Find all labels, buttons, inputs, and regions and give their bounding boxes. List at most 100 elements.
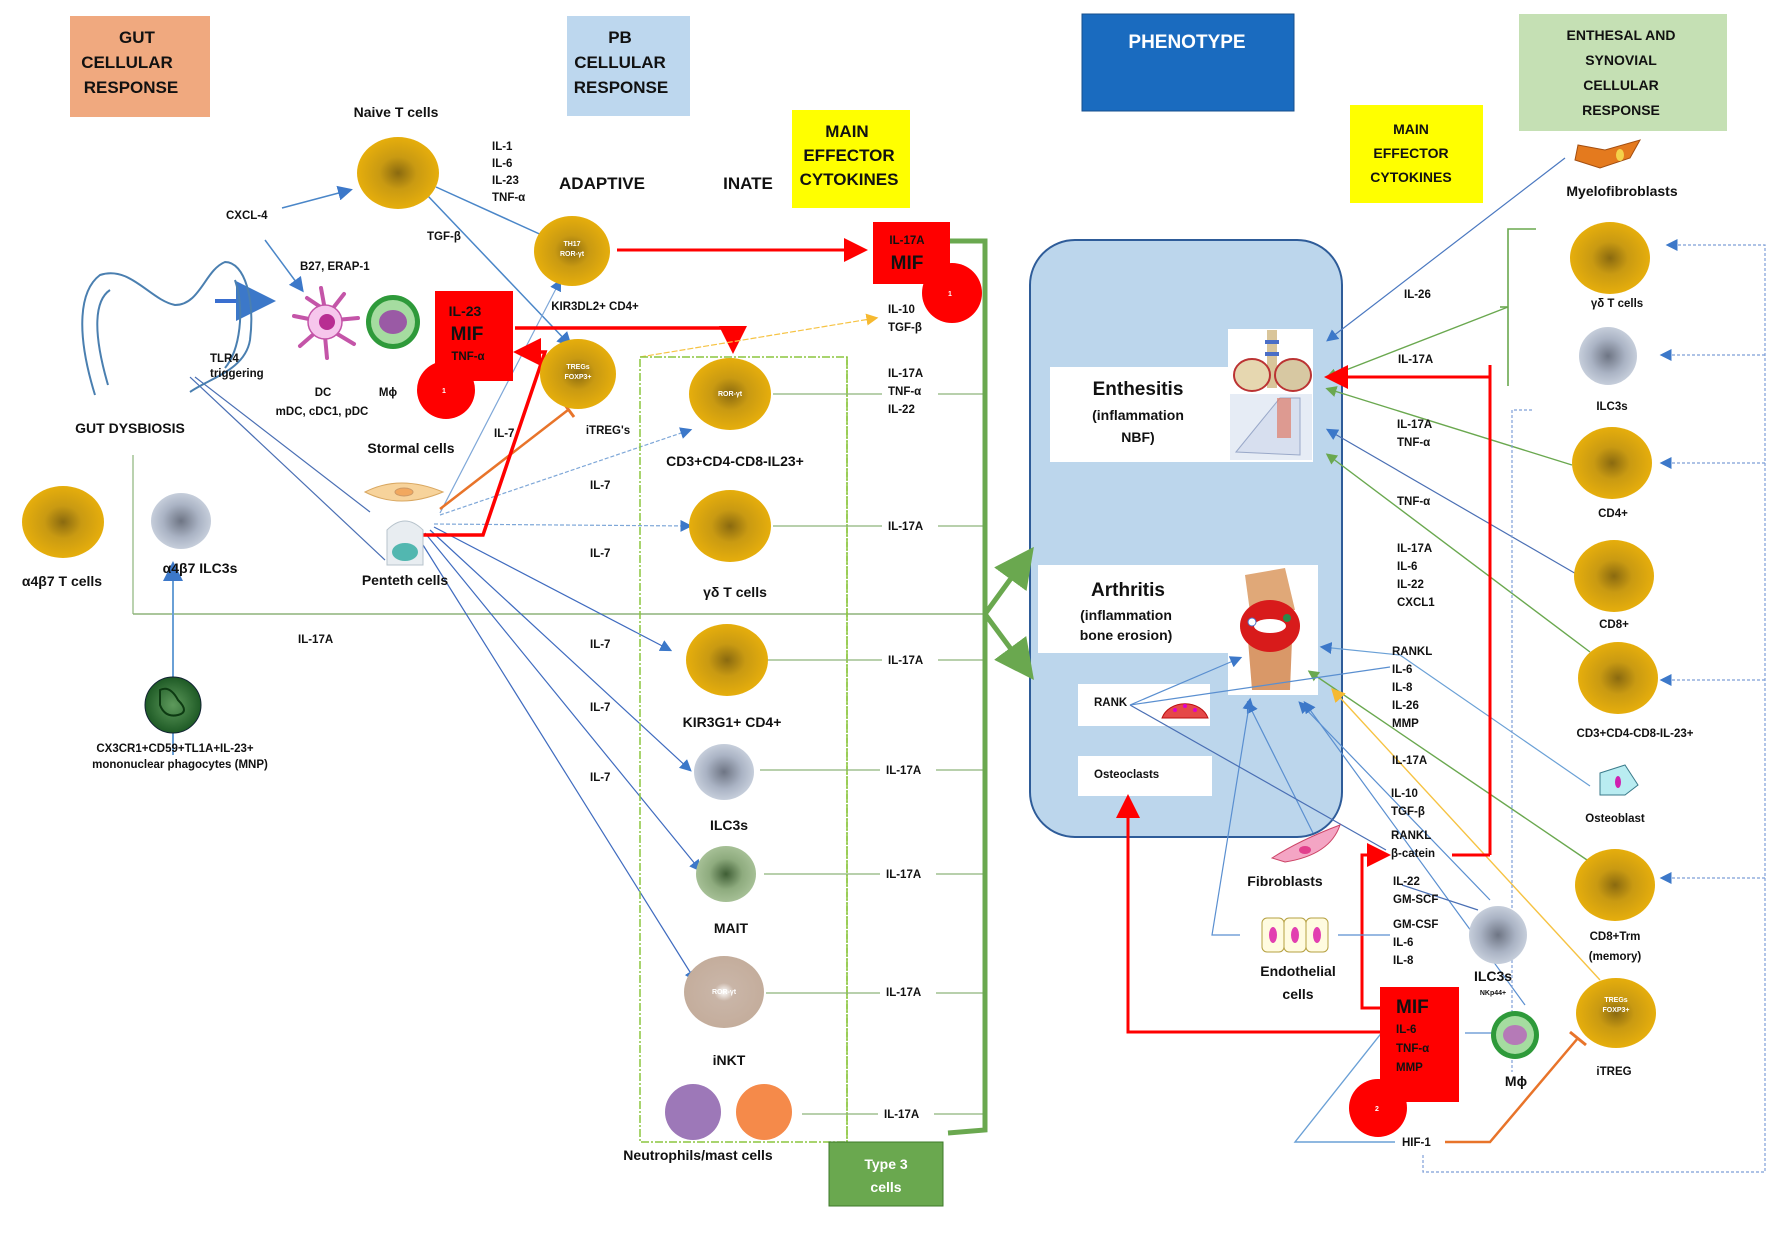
synovial-gdt-label: γδ T cells bbox=[1591, 298, 1643, 310]
synovial-cd4-label: CD4+ bbox=[1598, 508, 1628, 520]
b27-arrow bbox=[264, 239, 304, 293]
mnp-cell-icon bbox=[144, 676, 202, 734]
mphi-label: Mϕ bbox=[379, 387, 398, 399]
paneth-to-il23-red-arrow bbox=[415, 338, 548, 537]
type3-label: cells bbox=[870, 1179, 901, 1195]
gut-header-line: RESPONSE bbox=[84, 78, 178, 97]
arthritis-subtitle: bone erosion) bbox=[1080, 627, 1173, 643]
red-mif-link bbox=[1360, 853, 1390, 1010]
badge-1: 1 bbox=[442, 388, 446, 395]
ilc3-il22-line bbox=[1401, 884, 1479, 911]
effector-header-line: MAIN bbox=[825, 122, 868, 141]
badge-2: 2 bbox=[1375, 1106, 1379, 1113]
synovial-brace bbox=[1507, 228, 1536, 386]
pb-header-line: RESPONSE bbox=[574, 78, 668, 97]
stromal-cell-icon bbox=[363, 482, 445, 502]
neutrophil-icon bbox=[665, 1084, 721, 1140]
endothelial-label: cells bbox=[1282, 986, 1313, 1002]
hif1-label: HIF-1 bbox=[1402, 1137, 1431, 1149]
pb-cell-inner-label: ROR-γt bbox=[712, 989, 737, 996]
synovial-gdt-cell bbox=[1570, 222, 1650, 294]
a4b7-ilc3-cell bbox=[151, 493, 211, 549]
pb-cytokine-label: IL-22 bbox=[888, 404, 915, 416]
th17-inner-label: ROR-γt bbox=[560, 251, 585, 258]
cd4-to-enthesitis-arrow bbox=[1325, 386, 1573, 466]
enthesitis-subtitle: NBF) bbox=[1121, 429, 1154, 445]
cd8-to-enthesitis-arrow bbox=[1325, 428, 1579, 576]
cytokine-label: IL-17A bbox=[1392, 755, 1427, 767]
itreg-inner-label: FOXP3+ bbox=[1602, 1007, 1629, 1014]
type3-cells-box: Type 3 cells bbox=[828, 1141, 944, 1207]
stromal-label: Stormal cells bbox=[367, 440, 454, 456]
fibroblast-icon bbox=[1270, 824, 1341, 863]
rank-to-il6-line bbox=[1129, 666, 1391, 706]
cytokine-label: IL-6 bbox=[1393, 937, 1413, 949]
foot-ankle-icon bbox=[1230, 394, 1312, 460]
pb-cell bbox=[689, 490, 771, 562]
pb-cell-column: ROR-γtCD3+CD4-CD8-IL23+IL-17ATNF-αIL-22γ… bbox=[623, 358, 938, 1163]
cytokine-label-bg bbox=[880, 866, 936, 882]
naive-cytokine: IL-1 bbox=[492, 141, 513, 153]
il23-to-cd3-red-arrow bbox=[515, 326, 747, 354]
endothelial-arrow bbox=[1211, 697, 1255, 936]
pb-cytokine-label: IL-17A bbox=[886, 987, 921, 999]
gut-to-paneth-line bbox=[189, 376, 386, 561]
il7-label: IL-7 bbox=[590, 702, 610, 714]
osteoblast-label: Osteoblast bbox=[1585, 813, 1645, 825]
a4b7-ilc3-label: α4β7 ILC3s bbox=[163, 560, 238, 576]
itreg-cell bbox=[540, 339, 616, 409]
il10-label: IL-10 bbox=[888, 304, 915, 316]
itreg-to-arthritis-arrow bbox=[1331, 687, 1601, 981]
cytokine-label: IL-17A bbox=[1397, 419, 1432, 431]
cytokine-label-bg bbox=[882, 365, 938, 381]
osteoclasts-box: Osteoclasts bbox=[1078, 756, 1212, 796]
il7-label: IL-7 bbox=[590, 548, 610, 560]
paneth-to-inkt-arrow bbox=[417, 536, 697, 983]
pb-header-line: CELLULAR bbox=[574, 53, 666, 72]
cd8trm-to-arthritis-arrow bbox=[1307, 670, 1591, 863]
pb-cytokine-label: IL-17A bbox=[884, 1109, 919, 1121]
fibroblasts-label: Fibroblasts bbox=[1247, 873, 1323, 889]
cytokine-label: MMP bbox=[1392, 718, 1419, 730]
gut-header-line: CELLULAR bbox=[81, 53, 173, 72]
endothelial-cells-icon bbox=[1261, 917, 1329, 953]
gut-header-line: GUT bbox=[119, 28, 156, 47]
cytokine-label: IL-6 bbox=[1392, 664, 1412, 676]
effector-bracket bbox=[947, 238, 988, 1136]
pb-cytokine-label: IL-17A bbox=[888, 655, 923, 667]
fibroblast-arrow bbox=[1246, 700, 1314, 834]
stromal-inhibits-itreg bbox=[439, 409, 569, 510]
endothelial-label: Endothelial bbox=[1260, 963, 1335, 979]
pb-cell bbox=[696, 846, 756, 902]
th17-cell bbox=[534, 216, 610, 286]
naive-cytokine: TNF-α bbox=[492, 192, 525, 204]
cytokine-label-bg bbox=[880, 984, 936, 1000]
pb-cell bbox=[686, 624, 768, 696]
naive-t-cell bbox=[357, 137, 439, 209]
mast-cell-icon bbox=[736, 1084, 792, 1140]
rank-box: RANK bbox=[1078, 684, 1210, 726]
connectors bbox=[132, 157, 1766, 1173]
feedback-loop bbox=[1422, 239, 1766, 1173]
hif1-inhibits-itreg bbox=[1445, 1037, 1579, 1144]
cytokine-label: TNF-α bbox=[1397, 437, 1430, 449]
ilc3-nkp44-label: ILC3s bbox=[1474, 968, 1512, 984]
gut-header: GUT CELLULAR RESPONSE bbox=[70, 16, 210, 117]
cytokine-label-bg bbox=[882, 652, 938, 668]
pb-cytokine-label: IL-17A bbox=[888, 521, 923, 533]
hif1-to-mif-arrow bbox=[1293, 1013, 1397, 1143]
cytokine-label-bg bbox=[882, 518, 938, 534]
itreg-inner-label: FOXP3+ bbox=[564, 374, 591, 381]
itreg-inner-label: TREGs bbox=[566, 364, 589, 371]
naive-cytokine: IL-6 bbox=[492, 158, 512, 170]
cytokine-label: IL-26 bbox=[1404, 289, 1431, 301]
cytokine-label: IL-17A bbox=[1398, 354, 1433, 366]
ilc3-to-joint-arrow bbox=[1298, 701, 1491, 901]
effector-header-line: EFFECTOR bbox=[1373, 145, 1448, 161]
synovial-macrophage-icon bbox=[1491, 1011, 1539, 1059]
pb-header: PB CELLULAR RESPONSE bbox=[567, 16, 690, 116]
dc-subtypes-label: mDC, cDC1, pDC bbox=[276, 406, 369, 418]
synovial-cd8trm-cell bbox=[1575, 849, 1655, 921]
gut-to-stromal-line bbox=[194, 376, 371, 513]
pb-cytokine-label: IL-17A bbox=[888, 368, 923, 380]
